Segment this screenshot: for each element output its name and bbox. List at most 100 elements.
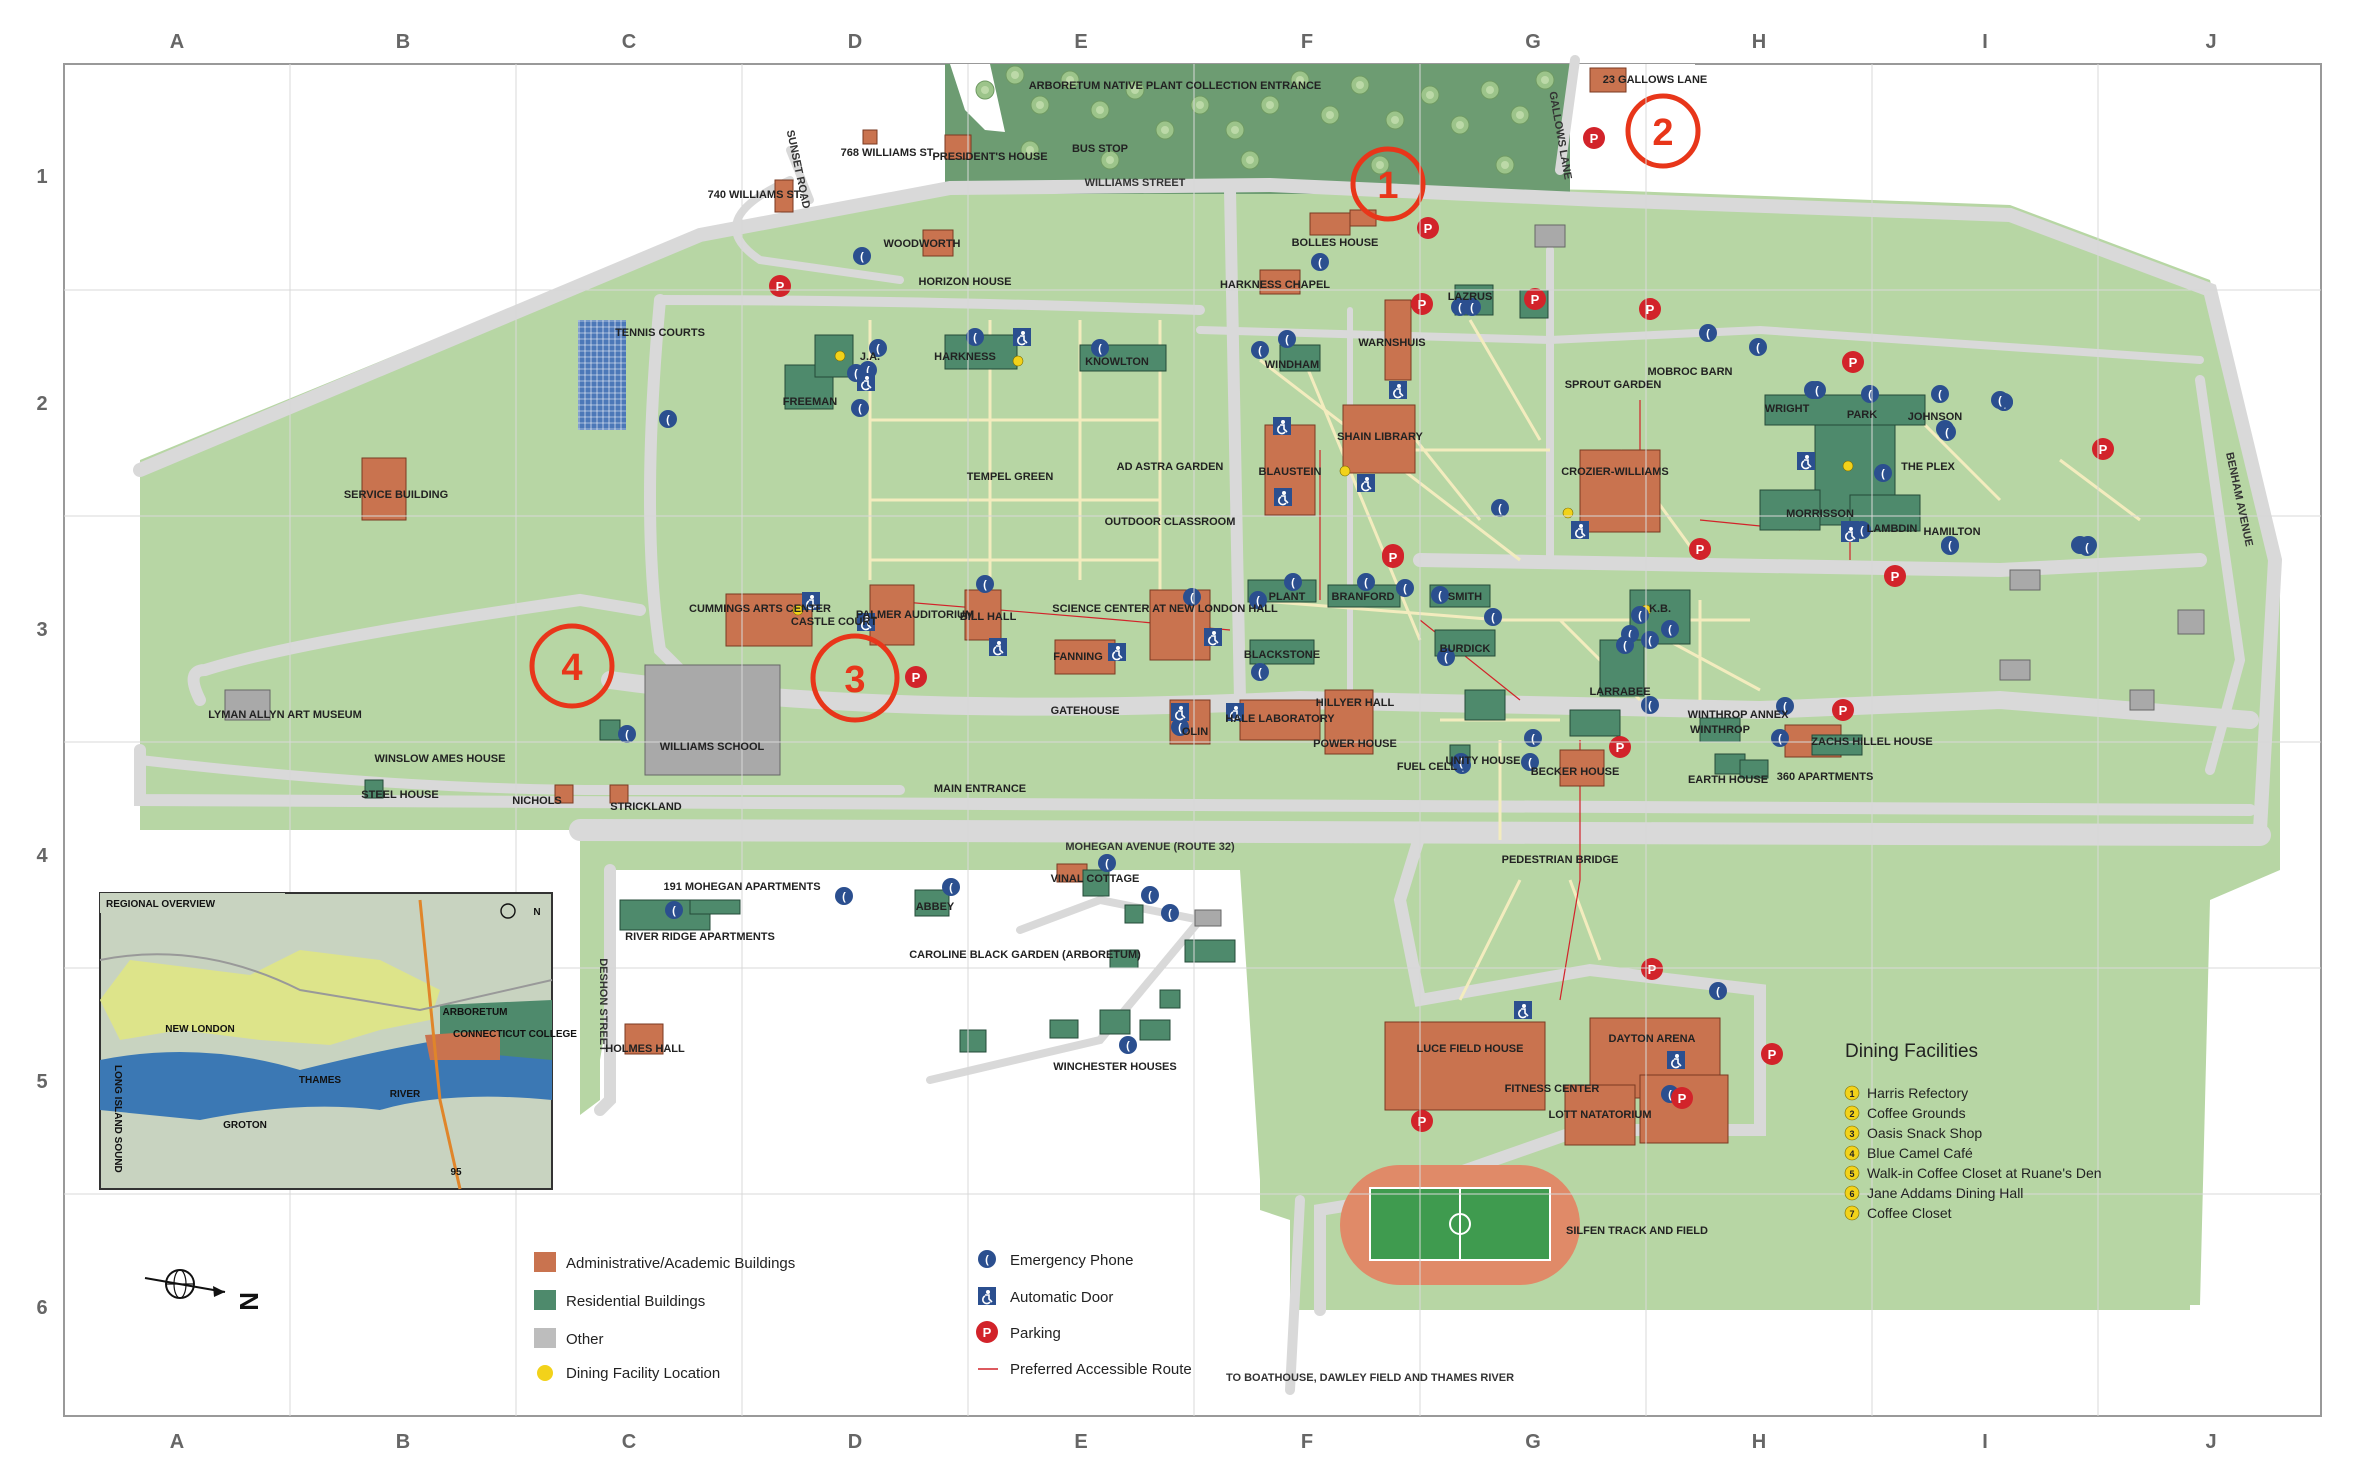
gatehouse-label: GATEHOUSE — [1051, 705, 1120, 717]
callout-1-label[interactable]: 1 — [1377, 165, 1398, 207]
inset-interstate-label: 95 — [450, 1167, 462, 1178]
pedestrian-bridge-label: PEDESTRIAN BRIDGE — [1502, 854, 1619, 866]
dining-item: 5 Walk-in Coffee Closet at Ruane's Den — [1844, 1165, 2102, 1181]
dining-item-name: Blue Camel Café — [1867, 1145, 1973, 1161]
silfen-track — [1340, 1165, 1580, 1285]
grid-col-f: F — [1301, 31, 1313, 53]
dining-item-name: Coffee Grounds — [1867, 1105, 1966, 1121]
hale-laboratory-label: HALE LABORATORY — [1225, 713, 1335, 725]
grid-col-d: D — [848, 31, 862, 53]
inset-groton-label: GROTON — [223, 1120, 267, 1131]
grid-col-g: G — [1525, 1431, 1541, 1453]
callout-2 — [1625, 93, 1701, 169]
silfen-track-label: SILFEN TRACK AND FIELD — [1566, 1225, 1708, 1237]
dining-item-num: 3 — [1849, 1129, 1854, 1139]
dining-item-num: 6 — [1849, 1189, 1854, 1199]
sprout-garden-label: SPROUT GARDEN — [1565, 379, 1662, 391]
dining-item-name: Jane Addams Dining Hall — [1867, 1185, 2023, 1201]
dining-item-name: Oasis Snack Shop — [1867, 1125, 1982, 1141]
north-label: N — [234, 1292, 264, 1311]
bus-stop-label: BUS STOP — [1072, 143, 1128, 155]
hillyer-hall-label: HILLYER HALL — [1316, 697, 1395, 709]
dayton-arena-label: DAYTON ARENA — [1609, 1033, 1696, 1045]
science-center-label: SCIENCE CENTER AT NEW LONDON HALL — [1052, 603, 1278, 615]
lott-natatorium-label: LOTT NATATORIUM — [1548, 1109, 1651, 1121]
outdoor-classroom-label: OUTDOOR CLASSROOM — [1105, 516, 1236, 528]
castle-court-label: CASTLE COURT — [791, 616, 877, 628]
park-label: PARK — [1847, 409, 1877, 421]
grid-col-c: C — [622, 1431, 636, 1453]
fuel-cell-label: FUEL CELL — [1397, 761, 1458, 773]
lambdin-label: LAMBDIN — [1867, 523, 1918, 535]
lyman-allyn-label: LYMAN ALLYN ART MUSEUM — [208, 709, 362, 721]
legend: Administrative/Academic Buildings Reside… — [534, 1250, 1192, 1382]
inset-compass-icon — [500, 903, 516, 919]
place-labels: ARBORETUM NATIVE PLANT COLLECTION ENTRAN… — [208, 74, 1980, 1237]
grid-col-j: J — [2205, 1431, 2216, 1453]
cummings-label: CUMMINGS ARTS CENTER — [689, 603, 831, 615]
river-ridge-label: RIVER RIDGE APARTMENTS — [625, 931, 775, 943]
dining-item-name: Walk-in Coffee Closet at Ruane's Den — [1867, 1165, 2102, 1181]
legend-residential-swatch — [534, 1290, 556, 1310]
legend-residential: Residential Buildings — [566, 1293, 705, 1310]
wright-label: WRIGHT — [1765, 403, 1810, 415]
branford-label: BRANFORD — [1332, 591, 1395, 603]
bill-hall-label: BILL HALL — [960, 611, 1017, 623]
ja-label: J.A. — [860, 351, 880, 363]
inset-college-label: CONNECTICUT COLLEGE — [453, 1029, 577, 1040]
callout-3-label[interactable]: 3 — [844, 659, 865, 701]
dining-item: 6 Jane Addams Dining Hall — [1844, 1185, 2023, 1201]
inset-arboretum-label: ARBORETUM — [443, 1007, 508, 1018]
grid-row-5: 5 — [36, 1071, 47, 1093]
presidents-house-label: PRESIDENT'S HOUSE — [932, 151, 1047, 163]
hamilton-label: HAMILTON — [1923, 526, 1980, 538]
olin-label: OLIN — [1182, 726, 1208, 738]
inset-river-label: RIVER — [390, 1089, 421, 1100]
dining-item-num: 4 — [1849, 1149, 1854, 1159]
callouts — [529, 93, 1701, 723]
legend-other-swatch — [534, 1328, 556, 1348]
crozier-williams-label: CROZIER-WILLIAMS — [1561, 466, 1669, 478]
inset-thames-label: THAMES — [299, 1075, 342, 1086]
earth-house-label: EARTH HOUSE — [1688, 774, 1768, 786]
plant-label: PLANT — [1269, 591, 1306, 603]
dining-item: 7 Coffee Closet — [1844, 1205, 1952, 1221]
callout-3 — [810, 633, 900, 723]
grid-row-labels: 1 2 3 4 5 6 — [36, 166, 48, 1319]
bolles-house-label: BOLLES HOUSE — [1292, 237, 1379, 249]
knowlton-label: KNOWLTON — [1085, 356, 1149, 368]
dining-item: 1 Harris Refectory — [1844, 1085, 1968, 1101]
dining-facilities: Dining Facilities 1 Harris Refectory 2 C… — [1844, 1041, 2102, 1221]
boathouse-label: TO BOATHOUSE, DAWLEY FIELD AND THAMES RI… — [1226, 1372, 1514, 1384]
winchester-houses-label: WINCHESTER HOUSES — [1053, 1061, 1176, 1073]
warnshuis-label: WARNSHUIS — [1358, 337, 1425, 349]
grid-col-e: E — [1074, 1431, 1087, 1453]
burdick-label: BURDICK — [1440, 643, 1491, 655]
mohegan-191-label: 191 MOHEGAN APARTMENTS — [663, 881, 820, 893]
grid-col-h: H — [1752, 1431, 1766, 1453]
woodworth-label: WOODWORTH — [884, 238, 961, 250]
becker-house-label: BECKER HOUSE — [1531, 766, 1620, 778]
legend-parking: Parking — [1010, 1325, 1061, 1342]
callout-4-label[interactable]: 4 — [561, 647, 582, 689]
nichols-label: NICHOLS — [512, 795, 562, 807]
grid-column-labels-bottom: A B C D E F G H I J — [170, 1431, 2217, 1453]
legend-door: Automatic Door — [1010, 1289, 1113, 1306]
callout-2-label[interactable]: 2 — [1652, 112, 1673, 154]
palmer-auditorium-label: PALMER AUDITORIUM — [856, 609, 974, 621]
dining-item: 4 Blue Camel Café — [1844, 1145, 1973, 1161]
dining-item-name: Coffee Closet — [1867, 1205, 1952, 1221]
the-plex-label: THE PLEX — [1901, 461, 1955, 473]
steel-house-label: STEEL HOUSE — [361, 789, 438, 801]
abbey-label: ABBEY — [916, 901, 955, 913]
gallows-23-label: 23 GALLOWS LANE — [1603, 74, 1708, 86]
service-building-label: SERVICE BUILDING — [344, 489, 448, 501]
dining-title: Dining Facilities — [1845, 1041, 1978, 1062]
dining-item-num: 1 — [1849, 1089, 1854, 1099]
dining-item: 2 Coffee Grounds — [1844, 1105, 1966, 1121]
larrabee-label: LARRABEE — [1589, 686, 1650, 698]
fanning-label: FANNING — [1053, 651, 1103, 663]
shain-library-label: SHAIN LIBRARY — [1337, 431, 1423, 443]
williams-740-label: 740 WILLIAMS ST. — [708, 189, 803, 201]
